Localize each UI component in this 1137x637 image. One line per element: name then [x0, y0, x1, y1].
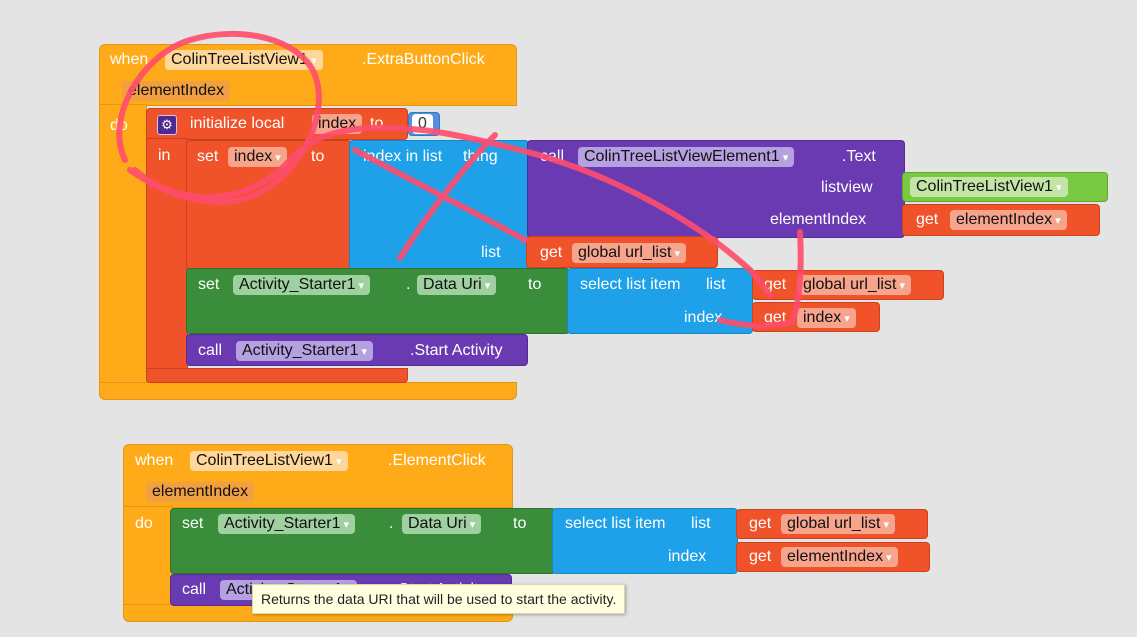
to-label: to — [528, 276, 542, 293]
set-var-dropdown[interactable]: index — [228, 147, 287, 167]
global-url-list-dropdown[interactable]: global url_list — [781, 514, 895, 534]
initialize-left-arm — [146, 138, 188, 370]
activity-starter-dropdown[interactable]: Activity_Starter1 — [218, 514, 356, 534]
dot-label: . — [406, 276, 411, 293]
initialize-local-block[interactable] — [146, 108, 408, 140]
activity-starter-dropdown[interactable]: Activity_Starter1 — [233, 275, 371, 295]
elementindex-dropdown[interactable]: elementIndex — [781, 547, 898, 567]
to-label: to — [513, 515, 527, 532]
to-label: to — [311, 148, 325, 165]
component-dropdown[interactable]: ColinTreeListView1 — [165, 50, 323, 70]
get-label: get — [540, 244, 563, 261]
initialize-footer — [146, 368, 408, 383]
component-dropdown[interactable]: ColinTreeListView1 — [190, 451, 348, 471]
start-activity-method: .Start Activity — [410, 342, 503, 359]
initialize-label: initialize local — [190, 115, 285, 132]
global-url-list-dropdown-2[interactable]: global url_list — [797, 275, 911, 295]
when-label: when — [110, 51, 149, 68]
index-label: index — [684, 309, 723, 326]
select-list-item-label: select list item — [565, 515, 666, 532]
get-elementindex-block[interactable] — [902, 204, 1100, 236]
gear-icon[interactable]: ⚙ — [157, 115, 177, 135]
dot-label: . — [389, 515, 394, 532]
get-label: get — [764, 276, 787, 293]
elementindex-dropdown[interactable]: elementIndex — [950, 210, 1067, 230]
list-label: list — [691, 515, 711, 532]
elementindex-label: elementIndex — [770, 211, 867, 228]
param-elementindex[interactable]: elementIndex — [122, 81, 231, 101]
text-property: .Text — [842, 148, 876, 165]
data-uri-tooltip: Returns the data URI that will be used t… — [252, 584, 626, 614]
listview-label: listview — [821, 179, 873, 196]
event-name: .ExtraButtonClick — [362, 51, 485, 68]
listview-component-dropdown[interactable]: ColinTreeListView1 — [910, 177, 1068, 197]
index-label: index — [668, 548, 707, 565]
activity-starter-dropdown-2[interactable]: Activity_Starter1 — [236, 341, 374, 361]
event-left-arm — [123, 506, 173, 606]
index-in-list-label: index in list — [363, 148, 443, 165]
param-elementindex[interactable]: elementIndex — [146, 482, 255, 502]
list-label: list — [706, 276, 726, 293]
set-label: set — [197, 148, 219, 165]
element-component-dropdown[interactable]: ColinTreeListViewElement1 — [578, 147, 795, 167]
data-uri-dropdown[interactable]: Data Uri — [402, 514, 482, 534]
call-label: call — [182, 581, 207, 598]
index-var-dropdown[interactable]: index — [797, 308, 856, 328]
do-label: do — [135, 515, 153, 532]
when-label: when — [135, 452, 174, 469]
global-url-list-dropdown[interactable]: global url_list — [572, 243, 686, 263]
select-list-item-label: select list item — [580, 276, 681, 293]
set-label: set — [182, 515, 204, 532]
data-uri-dropdown[interactable]: Data Uri — [417, 275, 497, 295]
in-label: in — [158, 147, 171, 164]
select-list-item-block[interactable] — [552, 508, 738, 574]
set-label: set — [198, 276, 220, 293]
list-label: list — [481, 244, 501, 261]
get-label: get — [916, 211, 939, 228]
call-label: call — [198, 342, 223, 359]
event-name: .ElementClick — [388, 452, 486, 469]
get-label: get — [749, 548, 772, 565]
get-label: get — [749, 515, 772, 532]
